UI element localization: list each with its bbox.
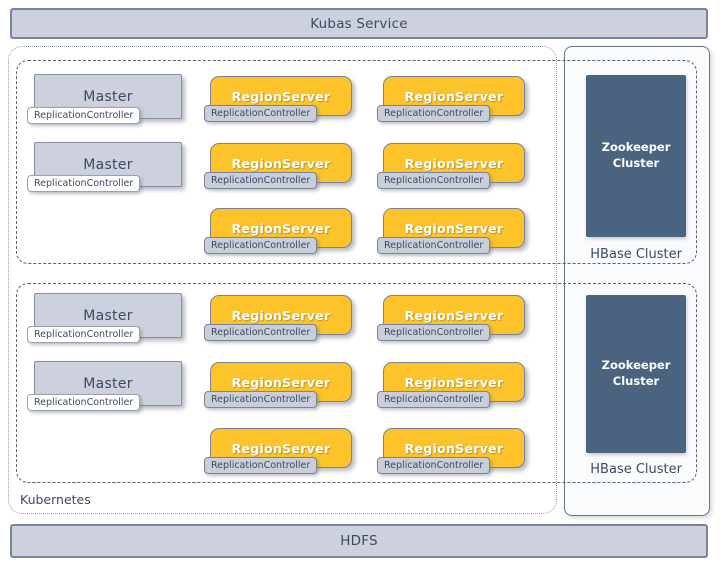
replication-controller-tag: ReplicationController	[27, 326, 141, 343]
hbase-cluster-boundary-1	[16, 60, 697, 264]
hbase-cluster-boundary-2	[16, 283, 697, 483]
hbase-cluster-label-2: HBase Cluster	[590, 462, 682, 477]
replication-controller-tag: ReplicationController	[377, 172, 491, 189]
hbase-cluster-label-1: HBase Cluster	[590, 247, 682, 262]
replication-controller-tag: ReplicationController	[27, 175, 141, 192]
replication-controller-tag: ReplicationController	[204, 391, 318, 408]
replication-controller-tag: ReplicationController	[204, 172, 318, 189]
replication-controller-tag: ReplicationController	[377, 105, 491, 122]
kubernetes-boundary	[8, 46, 557, 514]
replication-controller-tag: ReplicationController	[204, 457, 318, 474]
kubernetes-label: Kubernetes	[20, 492, 91, 507]
zookeeper-cluster-node-2: Zookeeper Cluster	[586, 295, 686, 453]
replication-controller-tag: ReplicationController	[204, 237, 318, 254]
zookeeper-cluster-node-1: Zookeeper Cluster	[586, 75, 686, 237]
replication-controller-tag: ReplicationController	[204, 105, 318, 122]
replication-controller-tag: ReplicationController	[377, 324, 491, 341]
replication-controller-tag: ReplicationController	[204, 324, 318, 341]
replication-controller-tag: ReplicationController	[377, 391, 491, 408]
regionserver-node: RegionServer	[210, 428, 352, 468]
hdfs-label: HDFS	[340, 533, 378, 549]
replication-controller-tag: ReplicationController	[377, 457, 491, 474]
kubas-service-bar: Kubas Service	[10, 8, 708, 39]
replication-controller-tag: ReplicationController	[377, 237, 491, 254]
replication-controller-tag: ReplicationController	[27, 107, 141, 124]
hdfs-bar: HDFS	[10, 524, 708, 558]
kubas-service-label: Kubas Service	[310, 15, 408, 32]
replication-controller-tag: ReplicationController	[27, 394, 141, 411]
